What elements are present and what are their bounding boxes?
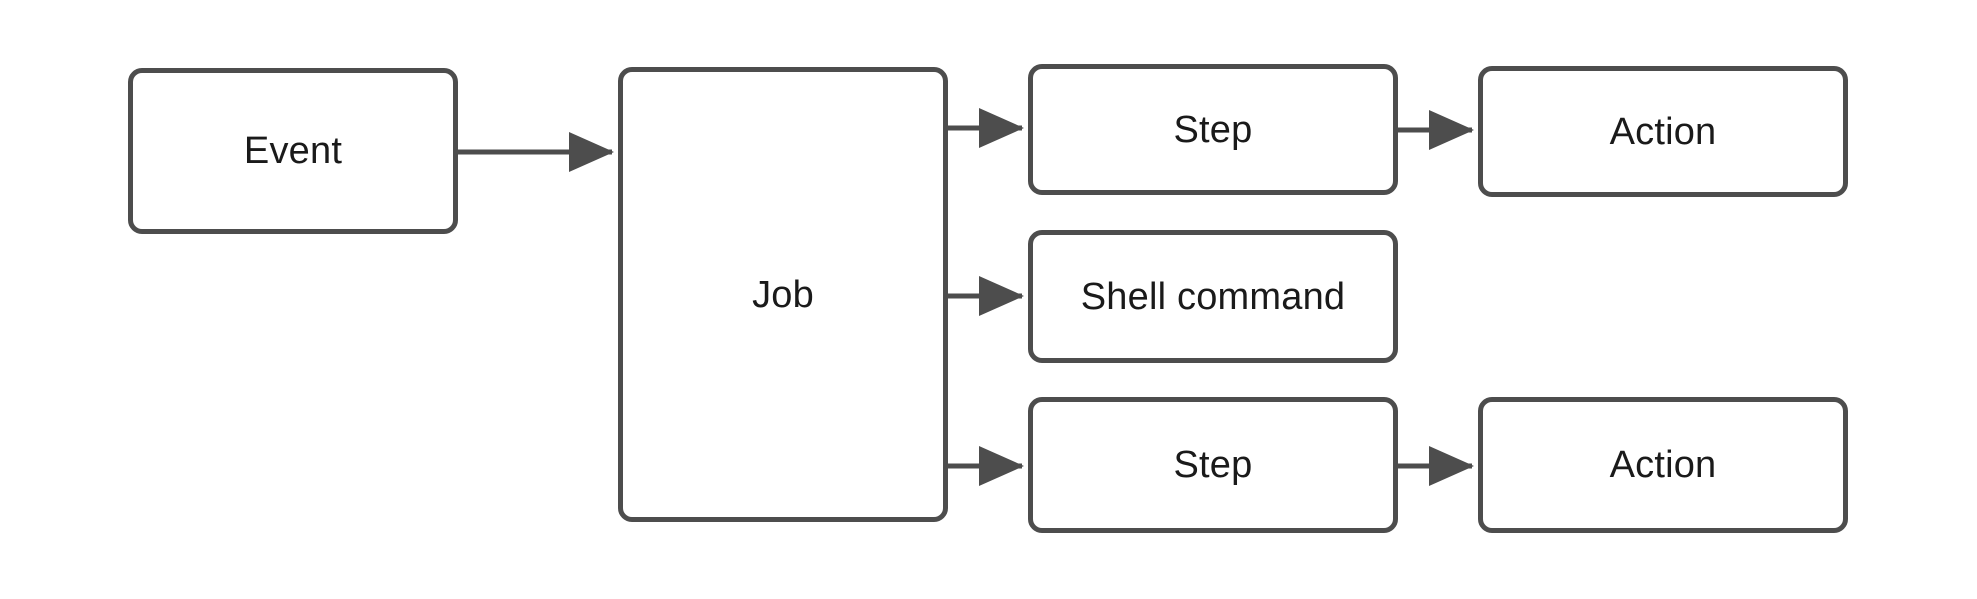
node-event-label: Event xyxy=(243,130,343,172)
node-step-top[interactable]: Step xyxy=(1028,64,1398,195)
node-shell-command-label: Shell command xyxy=(1080,275,1346,318)
node-action-top-label: Action xyxy=(1609,110,1717,153)
node-action-top[interactable]: Action xyxy=(1478,66,1848,197)
node-action-bottom-label: Action xyxy=(1609,444,1717,486)
node-step-bottom[interactable]: Step xyxy=(1028,397,1398,533)
node-job[interactable]: Job xyxy=(618,67,948,522)
node-shell-command[interactable]: Shell command xyxy=(1028,230,1398,363)
node-action-bottom[interactable]: Action xyxy=(1478,397,1848,533)
node-event[interactable]: Event xyxy=(128,68,458,234)
node-step-bottom-label: Step xyxy=(1173,444,1253,486)
node-job-label: Job xyxy=(752,273,814,316)
node-step-top-label: Step xyxy=(1173,108,1253,151)
